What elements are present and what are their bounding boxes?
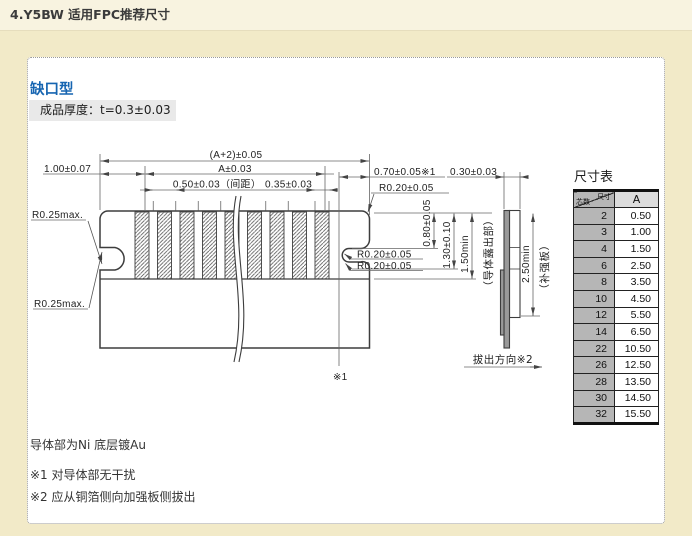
dim-r-left-top: R0.25max. — [32, 210, 83, 221]
cell-pin-count: 22 — [573, 339, 615, 358]
cell-dimension-a: 4.50 — [614, 289, 659, 308]
cell-dimension-a: 0.50 — [614, 207, 659, 225]
cell-dimension-a: 13.50 — [614, 372, 659, 391]
cell-dimension-a: 10.50 — [614, 339, 659, 358]
cell-pin-count: 2 — [573, 207, 615, 225]
fpc-dimension-drawing: (A+2)±0.05 1.00±0.07 A±0.03 0.50±0.03（间距… — [31, 150, 551, 383]
section-title: 缺口型 — [30, 82, 74, 98]
cell-dimension-a: 14.50 — [614, 389, 659, 408]
cell-dimension-a: 5.50 — [614, 306, 659, 325]
copper-step — [499, 269, 505, 336]
dim-left-margin: 1.00±0.07 — [44, 164, 91, 175]
table-header-diagonal: 尺寸 芯数 — [573, 190, 615, 208]
dim-r-right-top: R0.20±0.05 — [379, 183, 434, 194]
cell-pin-count: 4 — [573, 240, 615, 258]
note-conductor: 导体部为Ni 底层镀Au — [30, 438, 146, 452]
cell-pin-count: 32 — [573, 406, 615, 424]
dimension-labels: (A+2)±0.05 1.00±0.07 A±0.03 0.50±0.03（间距… — [32, 150, 551, 383]
cell-pin-count: 10 — [573, 289, 615, 308]
side-view — [499, 209, 521, 349]
dim-pitch: 0.50±0.03（间距） — [173, 178, 261, 191]
arrowheads — [87, 159, 542, 369]
cell-pin-count: 28 — [573, 372, 615, 391]
cell-dimension-a: 1.00 — [614, 223, 659, 242]
dim-r-notch-2: R0.20±0.05 — [357, 261, 412, 272]
cell-dimension-a: 2.50 — [614, 256, 659, 275]
dim-v-exposed-3: 1.50min — [460, 235, 471, 273]
page-header: 4.Y5BW 适用FPC推荐尺寸 — [0, 0, 692, 31]
label-pull-direction: 拔出方向※2 — [473, 353, 533, 366]
size-table-title: 尺寸表 — [574, 170, 614, 185]
cell-pin-count: 26 — [573, 356, 615, 374]
cell-pin-count: 6 — [573, 256, 615, 275]
dim-total-width: (A+2)±0.05 — [210, 150, 263, 161]
dim-r-left-bottom: R0.25max. — [34, 299, 85, 310]
fpc-bar — [503, 209, 511, 349]
dim-conductor-span: A±0.03 — [218, 164, 252, 175]
cell-dimension-a: 12.50 — [614, 356, 659, 374]
front-view — [99, 195, 371, 363]
cell-pin-count: 8 — [573, 273, 615, 291]
cell-dimension-a: 15.50 — [614, 406, 659, 424]
dim-conductor-width: 0.35±0.03 — [265, 180, 312, 191]
cell-pin-count: 30 — [573, 389, 615, 408]
dim-right-margin: 0.70±0.05※1 — [374, 167, 436, 178]
dim-r-notch-1: R0.20±0.05 — [357, 250, 412, 261]
note-1: ※1 对导体部无干扰 — [30, 468, 136, 482]
stiffener-bar — [508, 209, 521, 319]
label-conductor-exposed: （导体露出部） — [482, 215, 495, 292]
cell-dimension-a: 6.50 — [614, 323, 659, 341]
dim-thickness: 0.30±0.03 — [450, 167, 497, 178]
note-2: ※2 应从铜箔侧向加强板侧拔出 — [30, 490, 196, 504]
break-line — [232, 195, 245, 363]
page-title: 4.Y5BW 适用FPC推荐尺寸 — [10, 7, 171, 22]
dim-v-exposed-1: 0.80±0.05 — [422, 199, 433, 246]
cell-pin-count: 3 — [573, 223, 615, 242]
cell-dimension-a: 3.50 — [614, 273, 659, 291]
table-header-a: A — [614, 190, 659, 208]
header-label-size: 尺寸 — [597, 193, 611, 201]
conductor-strips — [134, 211, 330, 280]
cell-pin-count: 14 — [573, 323, 615, 341]
label-note1-marker: ※1 — [333, 372, 348, 383]
dim-v-exposed-2: 1.30±0.10 — [442, 221, 453, 268]
dimension-lines — [31, 154, 542, 369]
cell-pin-count: 12 — [573, 306, 615, 325]
dim-stiffener-length: 2.50min — [521, 245, 532, 283]
thickness-note: 成品厚度：t=0.3±0.03 — [29, 100, 176, 121]
header-label-pins: 芯数 — [576, 198, 590, 206]
label-stiffener: （补强板） — [538, 240, 551, 295]
cell-dimension-a: 1.50 — [614, 240, 659, 258]
